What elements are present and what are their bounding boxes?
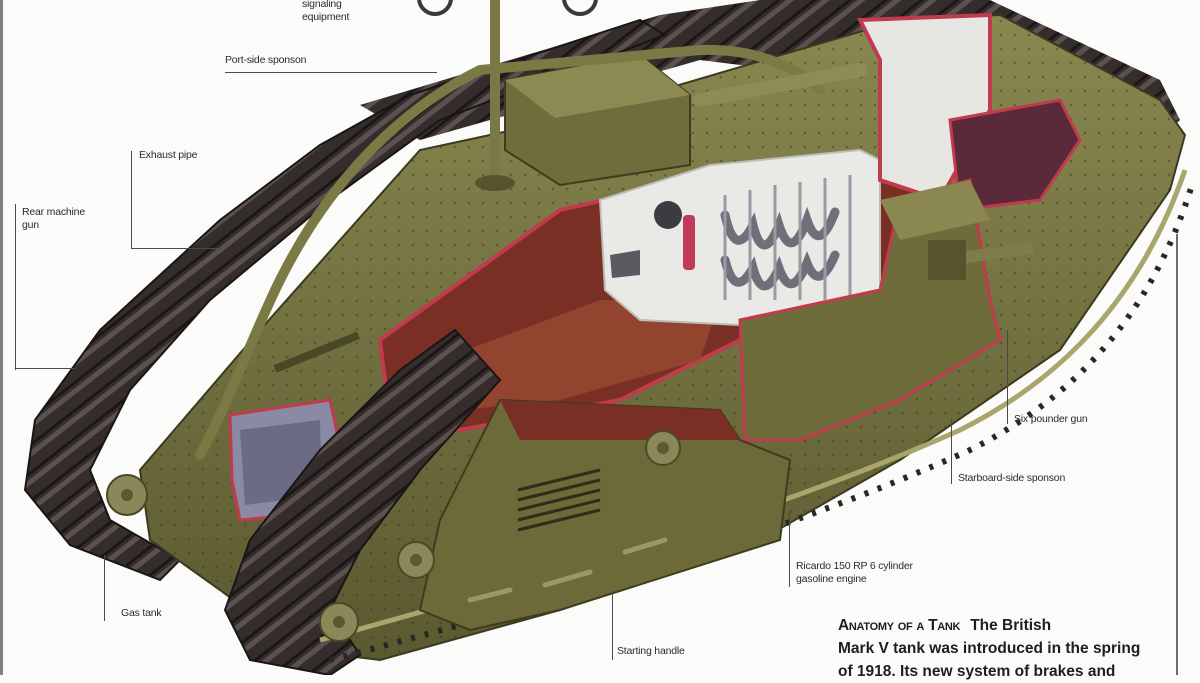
label-gas-tank: Gas tank xyxy=(121,607,162,620)
label-engine: Ricardo 150 RP 6 cylinder gasoline engin… xyxy=(796,560,913,586)
label-line: Ricardo 150 RP 6 cylinder xyxy=(796,560,913,572)
rear-track xyxy=(23,18,668,582)
label-line: Port-side sponson xyxy=(225,54,307,66)
exhaust-pipe xyxy=(195,44,825,460)
label-signaling-equipment: signaling equipment xyxy=(302,0,349,24)
caption-line-1: Anatomy of a Tank The British xyxy=(838,614,1158,637)
label-rear-machine-gun: Rear machine gun xyxy=(22,206,85,232)
caption-text: The British xyxy=(970,617,1052,634)
label-line: Exhaust pipe xyxy=(139,149,198,161)
signaling-mast xyxy=(490,0,500,180)
label-exhaust-pipe: Exhaust pipe xyxy=(139,149,198,162)
leader-line-six-pounder xyxy=(1007,330,1008,424)
leader-line-gas-tank xyxy=(104,555,105,621)
label-line: signaling xyxy=(302,0,342,10)
label-line: Gas tank xyxy=(121,607,162,619)
caption: Anatomy of a Tank The British Mark V tank… xyxy=(838,614,1158,683)
label-six-pounder-gun: Six pounder gun xyxy=(1014,413,1088,426)
label-line: gun xyxy=(22,219,39,231)
label-line: equipment xyxy=(302,11,350,23)
label-line: Starting handle xyxy=(617,645,685,657)
front-track xyxy=(223,328,502,675)
leader-line-starting-handle xyxy=(612,590,613,660)
engine-cylinders xyxy=(720,206,840,291)
six-pounder-barrel xyxy=(959,242,1035,264)
leader-line-port-sponson xyxy=(225,72,437,73)
starting-handles xyxy=(467,537,668,603)
leader-line-rear-mg-v xyxy=(15,204,16,370)
label-line: Six pounder gun xyxy=(1014,413,1088,425)
leader-line-rear-mg-h xyxy=(15,368,75,369)
leader-line-engine xyxy=(789,512,790,587)
leader-line-exhaust-h xyxy=(131,248,221,249)
label-starboard-side-sponson: Starboard-side sponson xyxy=(958,472,1065,485)
label-starting-handle: Starting handle xyxy=(617,645,685,658)
label-line: Starboard-side sponson xyxy=(958,472,1066,484)
engine-cylinder-red xyxy=(683,215,695,270)
label-port-side-sponson: Port-side sponson xyxy=(225,54,306,67)
label-line: gasoline engine xyxy=(796,573,867,585)
label-line: Rear machine xyxy=(22,206,85,218)
caption-line-2: Mark V tank was introduced in the spring xyxy=(838,640,1141,657)
caption-heading: Anatomy of a Tank xyxy=(838,617,961,634)
page-edge-shadow xyxy=(0,0,3,675)
rear-machine-gun-barrel xyxy=(273,331,360,373)
leader-line-starboard-sponson xyxy=(951,418,952,484)
page-margin-rule xyxy=(1176,234,1178,675)
louvre-vent xyxy=(517,468,601,532)
leader-line-exhaust-v xyxy=(131,151,132,248)
caption-line-3: of 1918. Its new system of brakes and xyxy=(838,663,1116,680)
